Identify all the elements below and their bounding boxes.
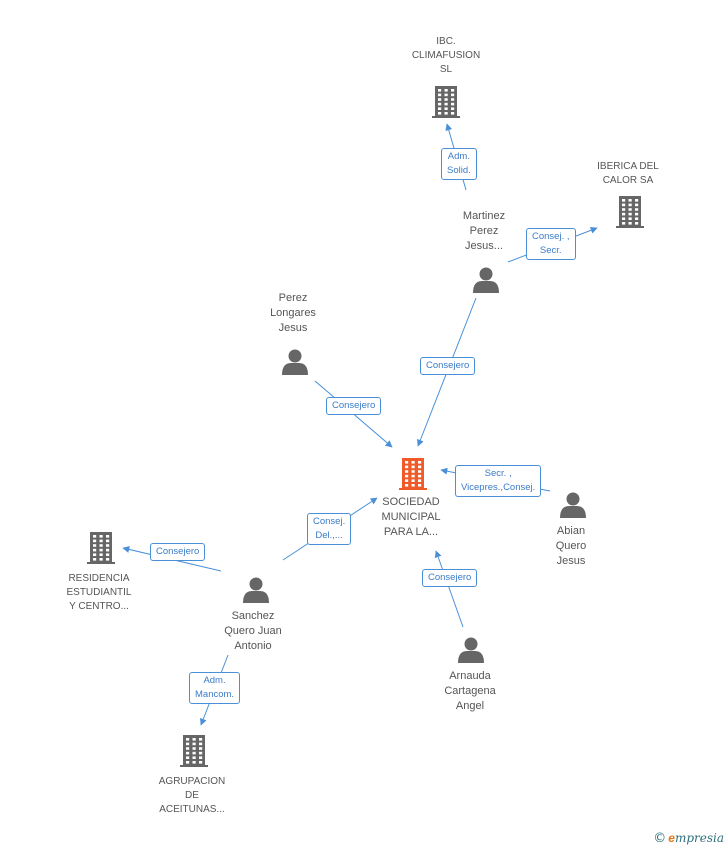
person-icon-martinez[interactable]: [473, 267, 499, 294]
brand-initial: e: [668, 831, 675, 845]
brand-name: mpresia: [674, 831, 724, 845]
edge-label-abian-sociedad[interactable]: Secr. , Vicepres.,Consej.: [455, 465, 542, 497]
building-icon-sociedad[interactable]: [399, 458, 427, 490]
node-label-iberica[interactable]: IBERICA DEL CALOR SA: [597, 161, 659, 186]
edge-label-martinez-ibc[interactable]: Adm. Solid.: [441, 148, 477, 180]
edge-label-sanchez-residencia[interactable]: Consejero: [150, 543, 206, 561]
edge-label-arnauda-sociedad[interactable]: Consejero: [422, 569, 478, 587]
node-label-arnauda[interactable]: Arnauda Cartagena Angel: [444, 670, 496, 712]
node-label-agrupacion[interactable]: AGRUPACION DE ACEITUNAS...: [158, 776, 226, 815]
node-label-sanchez[interactable]: Sanchez Quero Juan Antonio: [224, 610, 282, 652]
building-icon-residencia[interactable]: [87, 532, 115, 564]
edge-label-perez-sociedad[interactable]: Consejero: [326, 397, 382, 415]
node-label-ibc[interactable]: IBC. CLIMAFUSION SL: [411, 36, 481, 75]
node-label-perez[interactable]: Perez Longares Jesus: [270, 292, 316, 334]
edge-arnauda-sociedad: [434, 550, 464, 628]
node-label-abian[interactable]: Abian Quero Jesus: [555, 525, 587, 567]
edge-label-sanchez-sociedad[interactable]: Consej. Del.,...: [307, 513, 352, 545]
edge-label-sanchez-agrupacion[interactable]: Adm. Mancom.: [189, 672, 241, 704]
empresia-logo: ©empresia: [653, 831, 724, 846]
person-icon-perez[interactable]: [282, 349, 308, 376]
building-icon-ibc[interactable]: [432, 86, 460, 118]
edge-label-martinez-iberica[interactable]: Consej. , Secr.: [526, 228, 576, 260]
node-label-residencia[interactable]: RESIDENCIA ESTUDIANTIL Y CENTRO...: [66, 573, 132, 612]
building-icon-iberica[interactable]: [616, 196, 644, 228]
building-icon-agrupacion[interactable]: [180, 735, 208, 767]
node-label-martinez[interactable]: Martinez Perez Jesus...: [462, 210, 506, 252]
person-icon-sanchez[interactable]: [243, 577, 269, 604]
copyright-symbol: ©: [653, 831, 667, 846]
person-icon-abian[interactable]: [560, 492, 586, 519]
person-icon-arnauda[interactable]: [458, 637, 484, 664]
node-label-sociedad[interactable]: SOCIEDAD MUNICIPAL PARA LA...: [381, 496, 441, 538]
edge-label-martinez-sociedad[interactable]: Consejero: [420, 357, 476, 375]
